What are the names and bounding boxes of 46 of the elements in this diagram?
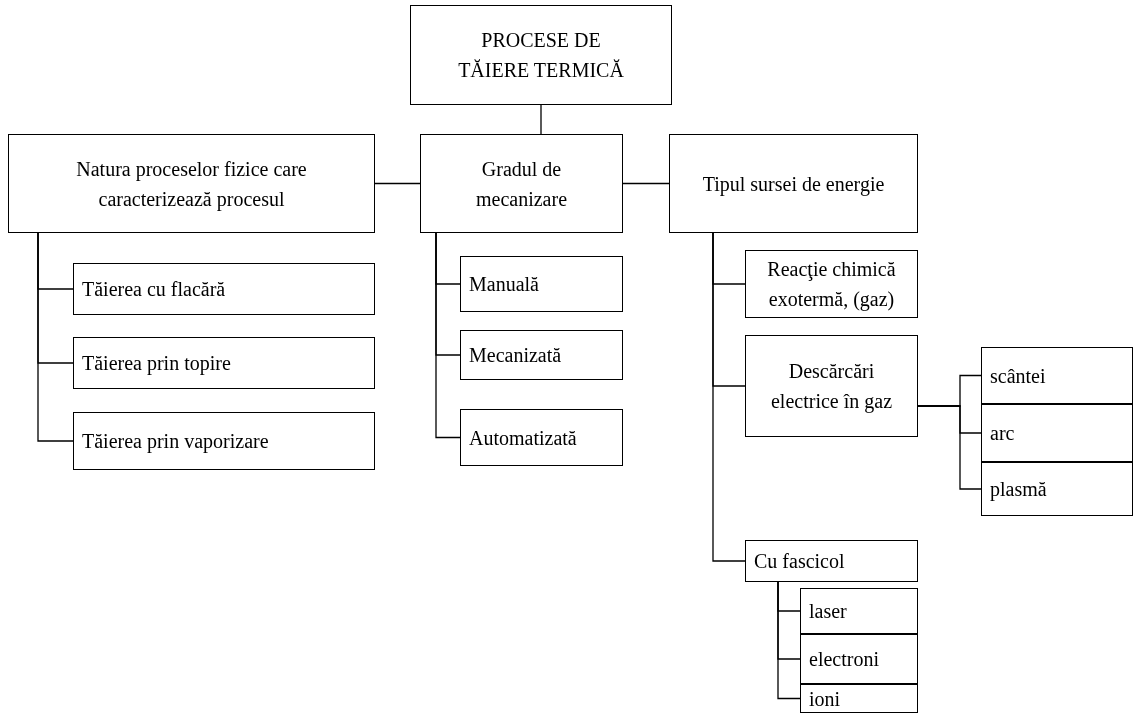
- box-label: electroni: [809, 647, 879, 672]
- box-label: Descărcări electrice în gaz: [770, 359, 893, 415]
- box-label: plasmă: [990, 477, 1047, 503]
- box-label: Mecanizată: [469, 343, 562, 368]
- process-box: [981, 347, 1133, 404]
- process-box: [73, 337, 375, 389]
- box-label: scântei: [990, 363, 1046, 389]
- box-label: laser: [809, 599, 847, 624]
- box-label: Automatizată: [469, 425, 577, 451]
- connector-line: [777, 581, 801, 700]
- box-label: arc: [990, 421, 1015, 446]
- box-label: Manuală: [469, 272, 539, 297]
- box-label: Natura proceselor fizice care caracterizează procesul: [75, 156, 308, 213]
- box-label: Tăierea prin topire: [82, 351, 231, 377]
- box-label: Tăierea cu flacără: [82, 277, 226, 302]
- process-box: [8, 134, 375, 233]
- process-box: [460, 256, 623, 312]
- box-label: Tăierea prin vaporizare: [82, 429, 269, 455]
- process-box: [669, 134, 918, 233]
- box-label: PROCESE DE TĂIERE TERMICĂ: [457, 28, 625, 83]
- process-box: [73, 412, 375, 470]
- process-box: [420, 134, 623, 233]
- box-label: Gradul de mecanizare: [474, 156, 568, 212]
- connector-line: [540, 104, 542, 135]
- process-box: [745, 250, 918, 318]
- box-label: Cu fascicol: [754, 549, 845, 574]
- connector-line: [374, 182, 421, 185]
- box-label: Tipul sursei de energie: [702, 171, 885, 198]
- process-box: [73, 263, 375, 315]
- connector-line: [917, 405, 982, 490]
- box-label: Reacţie chimică exotermă, (gaz): [766, 257, 897, 313]
- process-box: [981, 404, 1133, 462]
- connector-line: [435, 232, 461, 439]
- process-box: [800, 684, 918, 713]
- process-box: [745, 540, 918, 582]
- process-box: [460, 330, 623, 380]
- connector-line: [37, 232, 74, 442]
- process-box: [981, 462, 1133, 516]
- connector-line: [622, 182, 670, 185]
- box-label: ioni: [809, 686, 841, 712]
- process-box: [410, 5, 672, 105]
- process-box: [800, 634, 918, 684]
- process-box: [800, 588, 918, 634]
- process-box: [460, 409, 623, 466]
- process-box: [745, 335, 918, 437]
- connector-line: [712, 232, 746, 562]
